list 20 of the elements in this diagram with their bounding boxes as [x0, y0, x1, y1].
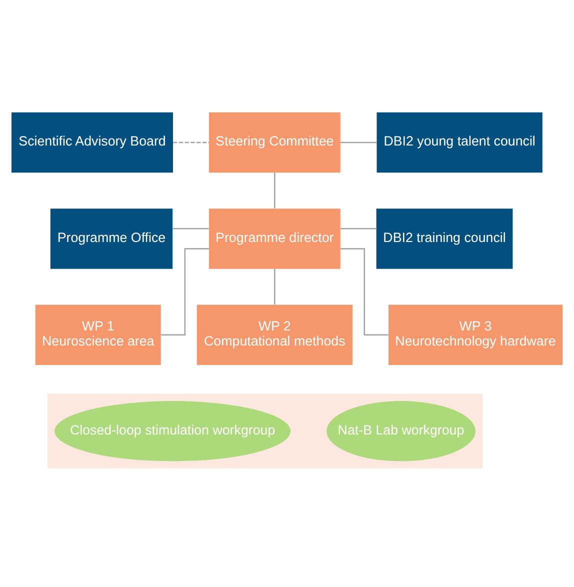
node-box: Scientific Advisory Board — [12, 112, 173, 173]
connector — [340, 142, 377, 144]
node-box: WP 3 Neurotechnology hardware — [388, 304, 562, 366]
connector — [172, 228, 209, 230]
node-box: DBI2 training council — [376, 208, 513, 269]
cluster — [47, 394, 483, 468]
connector — [173, 142, 209, 144]
node-ellipse: Nat-B Lab workgroup — [326, 401, 476, 462]
node-box: DBI2 young talent council — [376, 112, 542, 173]
node-box: WP 1 Neuroscience area — [35, 304, 161, 366]
node-box: Steering Committee — [208, 112, 340, 173]
connector — [340, 248, 388, 336]
node-ellipse: Closed-loop stimulation workgroup — [54, 401, 291, 462]
connector — [274, 268, 276, 304]
node-box: WP 2 Computational methods — [196, 304, 352, 366]
connector — [340, 228, 376, 230]
connector — [160, 248, 209, 336]
connector — [274, 172, 276, 208]
node-box: Programme director — [208, 208, 340, 269]
node-box: Programme Office — [50, 208, 173, 269]
